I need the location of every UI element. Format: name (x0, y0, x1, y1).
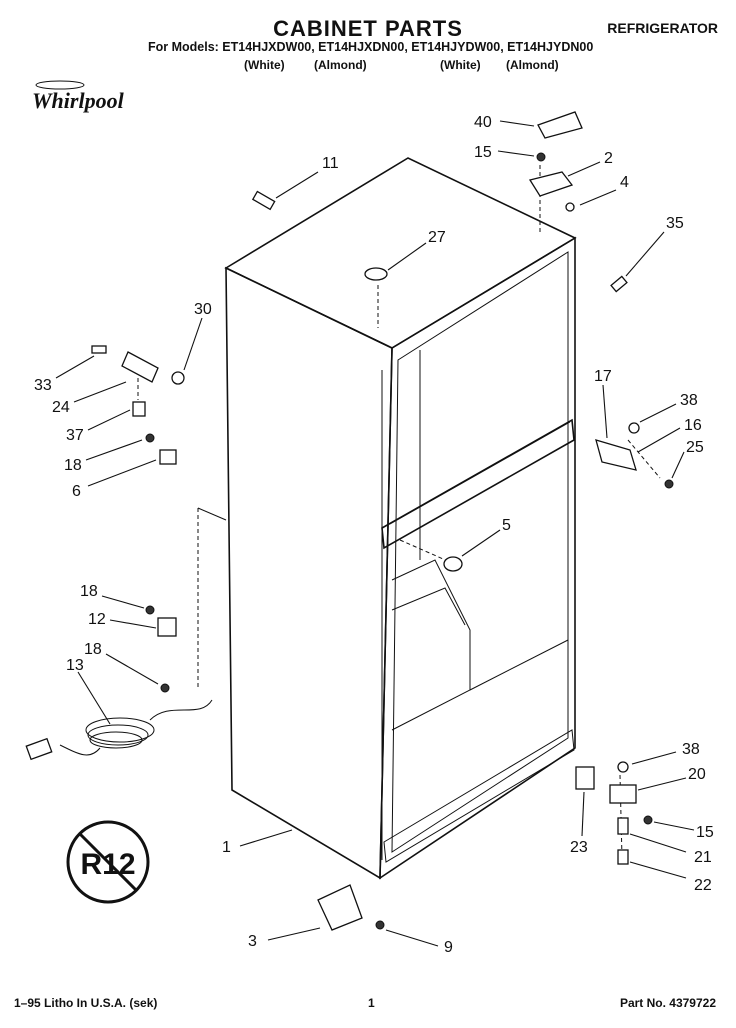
callout-4: 4 (620, 174, 629, 191)
center-hinge-bracket (595, 439, 637, 471)
callout-35: 35 (666, 215, 684, 232)
callout-22: 22 (694, 877, 712, 894)
center-rail (381, 418, 575, 550)
variant-label: (Almond) (314, 58, 367, 72)
r12-text: R12 (80, 848, 135, 881)
callout-18: 18 (80, 583, 98, 600)
callout-18: 18 (64, 457, 82, 474)
washer (617, 761, 629, 773)
brand-swoosh (35, 80, 85, 90)
footer-litho: 1–95 Litho In U.S.A. (sek) (14, 996, 158, 1010)
cabinet-liner (391, 251, 569, 853)
callout-2: 2 (604, 150, 613, 167)
screw (375, 920, 385, 930)
callout-17: 17 (594, 368, 612, 385)
cabinet-side (225, 266, 393, 880)
category-label: REFRIGERATOR (607, 20, 718, 36)
callout-16: 16 (684, 417, 702, 434)
callout-40: 40 (474, 114, 492, 131)
page-title: CABINET PARTS (273, 16, 463, 41)
screw (145, 433, 155, 443)
callout-15: 15 (696, 824, 714, 841)
callout-25: 25 (686, 439, 704, 456)
cabinet (224, 157, 577, 880)
callout-33: 33 (34, 377, 52, 394)
hinge-pin (610, 275, 628, 293)
callout-37: 37 (66, 427, 84, 444)
callout-18: 18 (84, 641, 102, 658)
callout-9: 9 (444, 939, 453, 956)
brand-logo: Whirlpool (32, 88, 124, 113)
callout-13: 13 (66, 657, 84, 674)
top-hinge (528, 171, 574, 197)
leveling-screw (617, 849, 629, 865)
screw (664, 479, 674, 489)
callout-38: 38 (682, 741, 700, 758)
hinge-pin (617, 817, 629, 835)
power-cord (25, 699, 213, 761)
spacer (132, 401, 146, 417)
callout-38: 38 (680, 392, 698, 409)
callout-1: 1 (222, 839, 231, 856)
variant-label: (Almond) (506, 58, 559, 72)
footer-part-number: Part No. 4379722 (619, 996, 716, 1010)
door-stop (443, 556, 463, 572)
roller-bracket (317, 884, 363, 931)
washer (171, 371, 185, 385)
variant-label: (White) (440, 58, 481, 72)
callout-30: 30 (194, 301, 212, 318)
washer (565, 202, 575, 212)
screw (643, 815, 653, 825)
callout-24: 24 (52, 399, 70, 416)
callout-20: 20 (688, 766, 706, 783)
shim (575, 766, 595, 790)
screw (160, 683, 170, 693)
cabinet-front (379, 236, 576, 880)
plug-button (364, 267, 388, 281)
screw (145, 605, 155, 615)
callout-12: 12 (88, 611, 106, 628)
center-hinge (121, 351, 159, 383)
footer-page-number: 1 (368, 996, 375, 1010)
callout-21: 21 (694, 849, 712, 866)
callout-23: 23 (570, 839, 588, 856)
callout-11: 11 (322, 155, 339, 172)
callout-3: 3 (248, 933, 257, 950)
r12-symbol: R12 (66, 820, 150, 904)
callout-15: 15 (474, 144, 492, 161)
screw (536, 152, 546, 162)
screw (91, 345, 107, 354)
callout-27: 27 (428, 229, 446, 246)
cabinet-top (224, 157, 577, 349)
callout-6: 6 (72, 483, 81, 500)
clamp (157, 617, 177, 637)
screw (251, 190, 276, 211)
hinge-cover (537, 111, 583, 139)
bottom-hinge (609, 784, 637, 804)
callout-5: 5 (502, 517, 511, 534)
models-line: For Models: ET14HJXDW00, ET14HJXDN00, ET… (148, 40, 594, 54)
clamp (159, 449, 177, 465)
washer (628, 422, 640, 434)
variant-label: (White) (244, 58, 285, 72)
